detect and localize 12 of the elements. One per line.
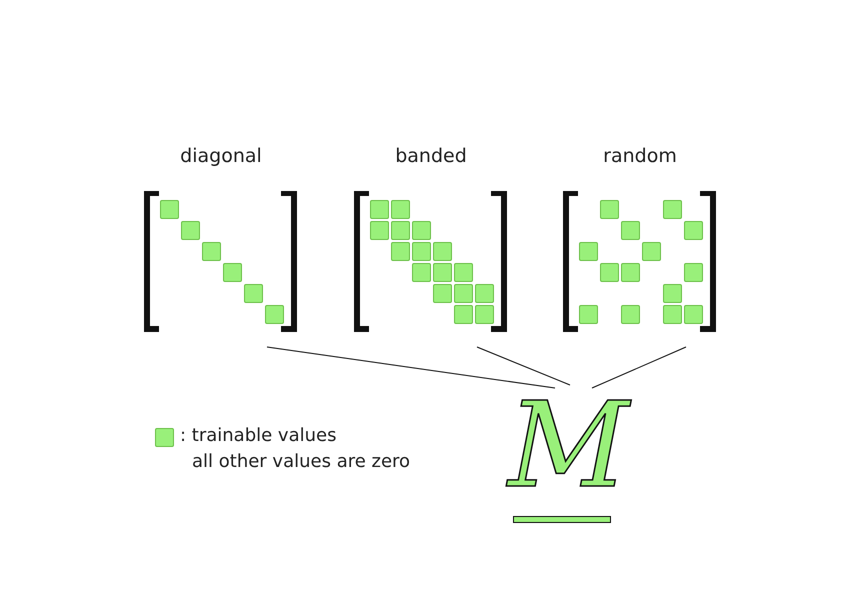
sparse-matrix	[353, 145, 509, 332]
legend-text: : trainable values	[180, 425, 336, 446]
connector-line	[476, 346, 570, 386]
matrix-heading: banded	[394, 145, 468, 167]
matrix-heading: random	[602, 145, 678, 167]
matrix-symbol: M	[508, 380, 629, 510]
note-text: all other values are zero	[192, 451, 410, 472]
sparse-matrix	[562, 145, 718, 332]
connector-line	[592, 346, 686, 388]
matrix-heading: diagonal	[179, 145, 263, 167]
connector-line	[266, 346, 556, 388]
sparse-matrix	[143, 145, 299, 332]
